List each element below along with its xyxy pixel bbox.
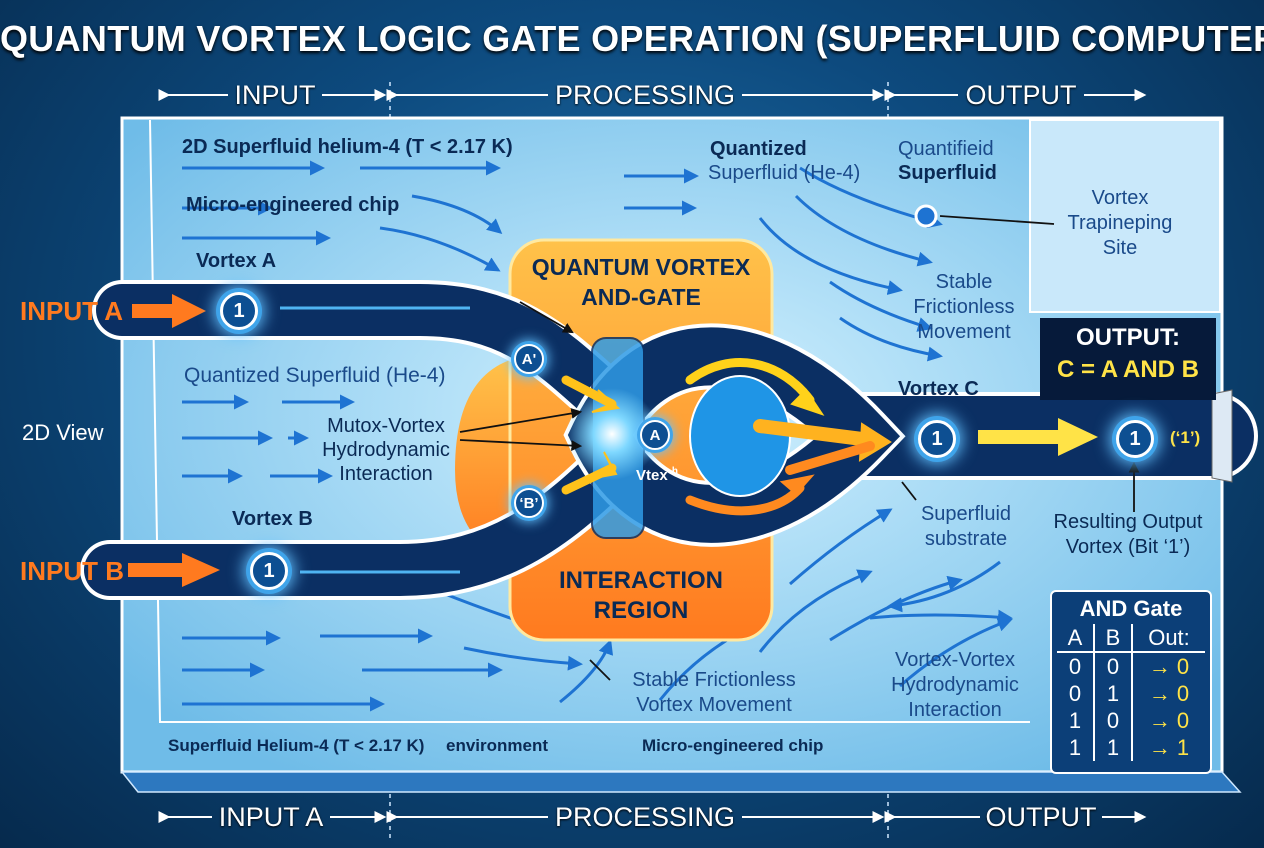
vortex-icon-input-a: 1	[220, 292, 258, 330]
table-row: 0 0 → 0	[1057, 652, 1205, 680]
cell-out: → 1	[1148, 734, 1190, 760]
header-a: A	[1057, 624, 1095, 653]
vtex-text: Vtex	[636, 467, 668, 484]
vortex-icon-center: A	[640, 420, 670, 450]
substrate-label: Superfluid substrate	[920, 503, 1012, 550]
cell-b: 1	[1094, 680, 1133, 707]
cell-a: 1	[1057, 707, 1095, 734]
vtex-label: Vtex h	[636, 466, 678, 484]
glow-icon	[566, 388, 658, 480]
flow-arrow-icon	[182, 160, 1013, 712]
output-box	[1040, 318, 1216, 400]
table-header-row: A B Out:	[1057, 624, 1205, 653]
vortex-icon-output: 1	[1116, 420, 1154, 458]
quantized-left-label: Quantized Superfluid (He-4)	[184, 364, 446, 387]
gate-flow-arrows	[561, 358, 892, 516]
channel-end-cap	[1211, 389, 1233, 483]
cell-b: 0	[1094, 707, 1133, 734]
cell-out: → 0	[1148, 653, 1190, 679]
stable-top-label: Stable Frictionless Movement	[913, 271, 1015, 343]
cell-out: → 0	[1148, 707, 1190, 733]
vortex-icon-a-prime: A'	[514, 344, 544, 374]
quantized-top-bold: Quantized	[710, 138, 807, 160]
vortex-a-label: Vortex A	[196, 250, 277, 272]
section-input-bottom: INPUT A	[218, 802, 324, 832]
trap-site-label: Vortex Trapineping Site	[1067, 187, 1173, 259]
output-equation: C = A AND B	[1056, 356, 1199, 383]
superfluid-top-label: 2D Superfluid helium-4 (T < 2.17 K)	[182, 136, 513, 158]
cell-a: 1	[1057, 734, 1095, 761]
bit-label: (‘1’)	[1170, 428, 1201, 447]
chip-top-label: Micro-engineered chip	[186, 194, 400, 216]
input-b-label: INPUT B	[20, 556, 124, 586]
section-input-top: INPUT	[234, 80, 316, 110]
cell-b: 1	[1094, 734, 1133, 761]
gate-title: QUANTUM VORTEX AND-GATE	[531, 254, 751, 310]
truth-table: AND Gate A B Out: 0 0 → 0 0 1 → 0 1 0 → …	[1050, 590, 1212, 774]
channel-streaks	[280, 306, 470, 574]
output-title: OUTPUT:	[1076, 324, 1180, 351]
table-row: 0 1 → 0	[1057, 680, 1205, 707]
table-row: 1 0 → 0	[1057, 707, 1205, 734]
superfluid-bold-label: Superfluid	[898, 162, 997, 184]
view-2d-label: 2D View	[22, 420, 104, 445]
resulting-label: Resulting Output Vortex (Bit ‘1’)	[1053, 511, 1203, 558]
vortex-c-label: Vortex C	[898, 378, 979, 400]
cell-a: 0	[1057, 652, 1095, 680]
vortex-icon-b-prime: ‘B’	[514, 488, 544, 518]
page-title: QUANTUM VORTEX LOGIC GATE OPERATION (SUP…	[0, 18, 1264, 59]
trap-site-icon	[914, 204, 938, 228]
vtex-sup: h	[671, 466, 678, 477]
header-b: B	[1094, 624, 1133, 653]
quantized-top-rest: Superfluid (He-4)	[708, 162, 861, 184]
quantifieid-label: Quantifieid	[898, 138, 994, 160]
input-a-label: INPUT A	[20, 296, 124, 326]
vortex-b-label: Vortex B	[232, 508, 313, 530]
interaction-region-label: INTERACTION REGION	[559, 567, 723, 624]
env-word-label: environment	[446, 736, 549, 755]
truth-table-title: AND Gate	[1079, 596, 1183, 621]
stable-bottom-label: Stable Frictionless Vortex Movement	[632, 669, 796, 716]
interaction-note-label: Mutox-Vortex Hydrodynamic Interaction	[322, 415, 450, 485]
cell-b: 0	[1094, 652, 1133, 680]
input-arrow-icons	[128, 294, 220, 587]
vv-interaction-label: Vortex-Vortex Hydrodynamic Interaction	[891, 649, 1019, 721]
truth-table-grid: A B Out: 0 0 → 0 0 1 → 0 1 0 → 0 1 1 → 1	[1057, 624, 1205, 761]
section-output-bottom: OUTPUT	[985, 802, 1097, 832]
chip-bottom-label: Micro-engineered chip	[642, 736, 824, 755]
section-output-top: OUTPUT	[965, 80, 1077, 110]
section-processing-top: PROCESSING	[554, 80, 736, 110]
table-row: 1 1 → 1	[1057, 734, 1205, 761]
cell-a: 0	[1057, 680, 1095, 707]
vortex-icon-input-b: 1	[250, 552, 288, 590]
vortex-icon-c: 1	[918, 420, 956, 458]
header-out: Out:	[1132, 624, 1205, 653]
pointer-lines	[459, 215, 1140, 681]
output-arrow-icon	[978, 418, 1098, 456]
cell-out: → 0	[1148, 680, 1190, 706]
section-processing-bottom: PROCESSING	[554, 802, 736, 832]
env-label: Superfluid Helium-4 (T < 2.17 K)	[168, 736, 425, 755]
